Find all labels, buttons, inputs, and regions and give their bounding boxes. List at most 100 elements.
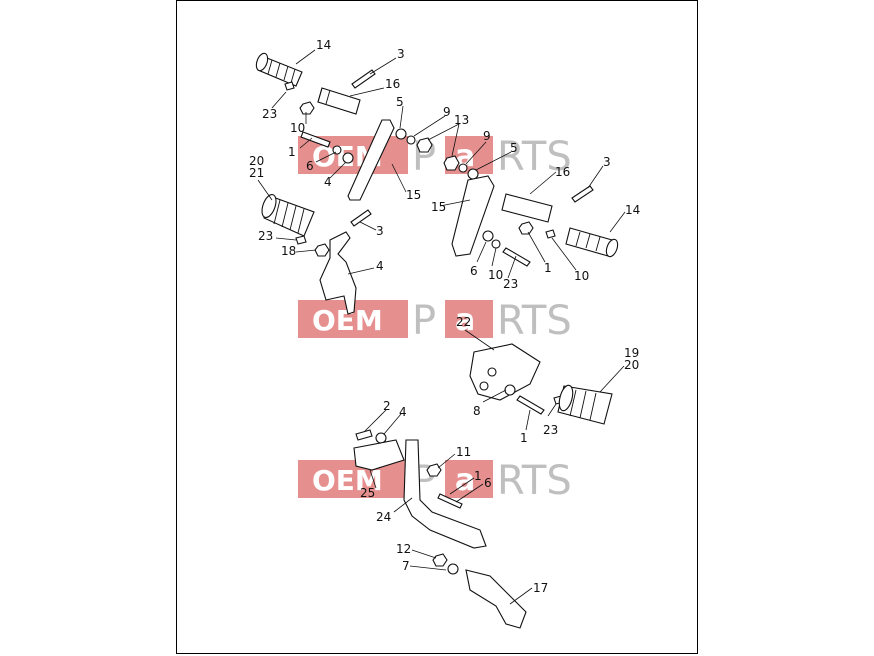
callout-22: 22 xyxy=(456,315,471,329)
callout-5-right: 5 xyxy=(510,141,518,155)
footpeg-mount-16-right xyxy=(501,193,553,223)
footpeg-bracket-18 xyxy=(319,231,357,315)
upper-right-footpeg-assembly xyxy=(451,175,619,267)
upper-left-footpeg-assembly xyxy=(255,52,479,201)
callout-11: 11 xyxy=(456,445,471,459)
washer-9-upper xyxy=(406,135,416,145)
washer-5-right xyxy=(467,168,479,180)
svg-text:a: a xyxy=(455,463,475,498)
washer-4-right xyxy=(482,230,494,242)
washer-8 xyxy=(504,384,516,396)
middle-right-footpeg-assembly xyxy=(469,343,613,425)
washer-7 xyxy=(447,563,459,575)
watermark-2: OEM P a RTS xyxy=(298,298,572,344)
washer-6-right xyxy=(491,239,501,249)
callout-12: 12 xyxy=(396,542,411,556)
callout-3: 3 xyxy=(397,47,405,61)
clevis-25 xyxy=(353,439,405,471)
nut-11 xyxy=(426,463,442,477)
callout-20-middle: 20 xyxy=(624,358,639,372)
callout-20: 20 xyxy=(249,154,264,168)
screw-1-lower xyxy=(437,493,463,509)
shift-shaft-24 xyxy=(403,439,487,549)
screw-upper-left xyxy=(300,131,331,148)
callout-6-right: 10 xyxy=(488,268,503,282)
callout-15: 15 xyxy=(406,188,421,202)
nut-10-left-lower xyxy=(314,243,330,257)
svg-text:a: a xyxy=(455,303,475,338)
bolt-2 xyxy=(355,429,373,441)
nut-13-left xyxy=(416,137,433,153)
nut-13-right xyxy=(443,155,460,171)
clip-23-left-lower xyxy=(295,235,307,245)
callout-23: 23 xyxy=(262,107,277,121)
callout-24: 24 xyxy=(376,510,391,524)
callout-10-left-lower: 18 xyxy=(281,244,296,258)
bracket-22-hole-2 xyxy=(479,381,489,391)
callout-7: 7 xyxy=(402,559,410,573)
svg-text:RTS: RTS xyxy=(497,134,572,180)
callout-16-right: 16 xyxy=(555,165,570,179)
washer-4-lower xyxy=(375,432,387,444)
washer-6-upper-left xyxy=(332,145,342,155)
callout-6: 6 xyxy=(306,159,314,173)
leader-lines xyxy=(257,49,626,605)
callout-4-right: 6 xyxy=(470,264,478,278)
callout-23-middle: 23 xyxy=(543,423,558,437)
watermark-1: OEM P a RTS xyxy=(298,134,572,180)
bolt-3-right xyxy=(571,185,594,203)
washer-4-upper-left xyxy=(342,152,354,164)
callout-6-lower: 6 xyxy=(484,476,492,490)
diagram-frame xyxy=(176,0,698,654)
washer-5-upper xyxy=(395,128,407,140)
callout-4: 4 xyxy=(324,175,332,189)
washer-9-right xyxy=(458,163,468,173)
bracket-22-hole-1 xyxy=(487,367,497,377)
callout-1-right: 23 xyxy=(503,277,518,291)
callout-18: 4 xyxy=(376,259,384,273)
callout-14: 14 xyxy=(316,38,331,52)
callout-10: 10 xyxy=(290,121,305,135)
callout-14-right: 14 xyxy=(625,203,640,217)
screw-1-middle xyxy=(516,395,545,415)
callout-4-lower: 4 xyxy=(399,405,407,419)
footpeg-mount-upper-left xyxy=(317,87,361,115)
shift-lever-17 xyxy=(465,569,527,629)
footpeg-rubber-right-upper xyxy=(565,227,619,258)
callout-23-right: 10 xyxy=(574,269,589,283)
callout-10-right: 1 xyxy=(544,261,552,275)
footpeg-rubber-upper-left xyxy=(255,52,303,87)
callout-1-lower: 1 xyxy=(474,469,482,483)
callout-3-right: 3 xyxy=(603,155,611,169)
callout-labels: 14 3 16 23 5 9 10 13 9 1 6 4 5 20 21 15 … xyxy=(249,38,640,595)
footpeg-rubber-left-lower xyxy=(261,193,315,237)
bolt-3-left-lower xyxy=(350,209,372,227)
callout-1-middle: 1 xyxy=(520,431,528,445)
bracket-15-right xyxy=(451,175,495,257)
screw-1-right xyxy=(502,247,531,267)
callout-25: 25 xyxy=(360,486,375,500)
left-lower-footpeg-assembly xyxy=(261,193,372,315)
callout-1: 1 xyxy=(288,145,296,159)
callout-5: 5 xyxy=(396,95,404,109)
callout-13: 13 xyxy=(454,113,469,127)
callout-9: 9 xyxy=(443,105,451,119)
callout-15-right: 15 xyxy=(431,200,446,214)
bracket-upper-left xyxy=(347,119,395,201)
nut-12 xyxy=(432,553,448,567)
callout-16: 16 xyxy=(385,77,400,91)
lower-shift-assembly xyxy=(353,429,527,629)
clip-upper-left xyxy=(284,81,295,91)
svg-text:RTS: RTS xyxy=(497,298,572,344)
nut-upper-left xyxy=(299,101,315,115)
callout-21: 21 xyxy=(249,166,264,180)
callout-3-left-lower: 3 xyxy=(376,224,384,238)
callout-2: 2 xyxy=(383,399,391,413)
svg-text:P: P xyxy=(412,298,436,344)
callout-8: 8 xyxy=(473,404,481,418)
clip-23-right xyxy=(545,229,556,239)
bolt-upper-left xyxy=(351,69,376,89)
callout-23-left-lower: 23 xyxy=(258,229,273,243)
nut-10-right xyxy=(518,221,534,235)
